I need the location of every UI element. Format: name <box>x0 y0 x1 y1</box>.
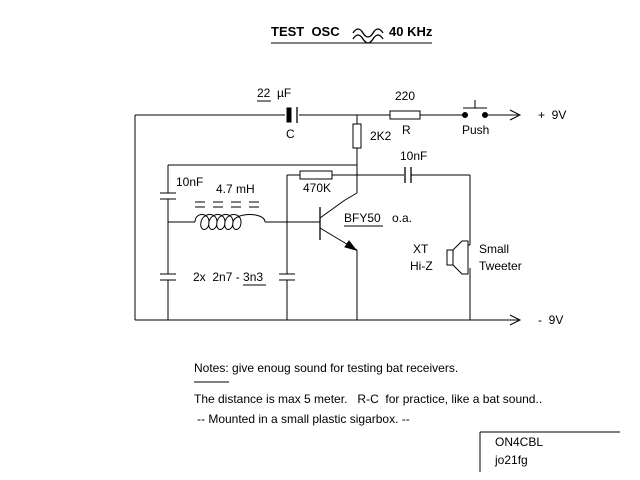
positive-rail-arrow <box>509 109 522 121</box>
transistor <box>319 165 358 320</box>
inductor <box>168 201 320 230</box>
series-resistor-value: 220 <box>395 89 415 103</box>
emitter-arrow <box>344 240 358 251</box>
feedback-resistor <box>286 170 357 222</box>
divider-capacitor-right <box>279 222 295 320</box>
transistor-note: o.a. <box>392 211 412 225</box>
title-frequency: 40 KHz <box>389 24 433 39</box>
title-prefix: TEST OSC <box>271 24 340 39</box>
sine-wave-icon <box>352 28 384 44</box>
negative-rail-label: - 9V <box>538 313 563 327</box>
notes-line-3: -- Mounted in a small plastic sigarbox. … <box>197 412 410 426</box>
signature-locator: jo21fg <box>494 453 528 467</box>
signature-box <box>479 431 620 472</box>
input-capacitor-ref: C <box>286 127 295 141</box>
speaker-label-line1: Small <box>479 242 509 256</box>
notes-line-2: The distance is max 5 meter. R-C for pra… <box>194 392 542 406</box>
negative-rail <box>135 314 522 326</box>
input-capacitor <box>286 107 298 123</box>
positive-rail-label: + 9V <box>538 108 566 122</box>
input-capacitor-value: 22 µF <box>257 86 291 100</box>
output-capacitor <box>357 167 471 245</box>
positive-rail <box>135 109 522 121</box>
speaker-icon <box>446 240 471 320</box>
collector-resistor <box>352 115 362 165</box>
feedback-resistor-value: 470K <box>303 181 331 195</box>
inductor-value: 4.7 mH <box>216 182 255 196</box>
ferrite-core <box>195 201 259 208</box>
divider-capacitor-values: 2x 2n7 - 3n3 <box>193 270 263 284</box>
push-button-switch <box>462 100 488 118</box>
negative-rail-arrow <box>509 314 522 326</box>
tank-capacitor <box>160 165 176 274</box>
output-capacitor-value: 10nF <box>400 149 427 163</box>
speaker-label-line2: Tweeter <box>479 259 522 273</box>
signature-callsign: ON4CBL <box>495 435 543 449</box>
transistor-type: BFY50 <box>344 211 381 225</box>
hiz-label: Hi-Z <box>410 259 433 273</box>
tank-capacitor-value: 10nF <box>176 175 203 189</box>
series-resistor <box>389 110 421 120</box>
notes-line-1: Notes: give enoug sound for testing bat … <box>194 361 458 375</box>
xt-label: XT <box>413 242 429 256</box>
series-resistor-ref: R <box>402 123 411 137</box>
collector-resistor-value: 2K2 <box>370 129 392 143</box>
push-button-label: Push <box>462 123 489 137</box>
divider-capacitor-left <box>160 273 176 320</box>
